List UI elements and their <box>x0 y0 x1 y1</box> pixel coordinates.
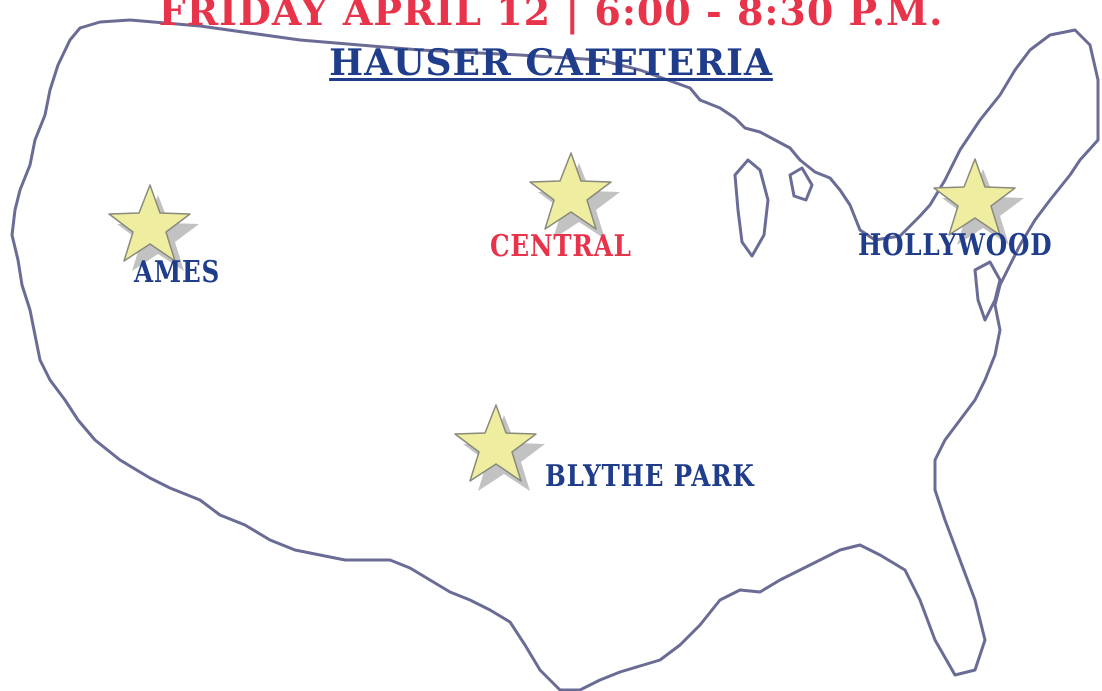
event-date-time: FRIDAY APRIL 12 | 6:00 - 8:30 P.M. <box>158 0 944 34</box>
star-icon <box>454 404 545 491</box>
location-label-central: CENTRAL <box>490 229 632 264</box>
location-label-blythe-park: BLYTHE PARK <box>545 459 755 494</box>
star-icon <box>933 158 1024 245</box>
location-label-ames: AMES <box>134 255 221 290</box>
star-icon <box>529 152 620 239</box>
star-icon <box>108 184 199 271</box>
event-venue: HAUSER CAFETERIA <box>329 42 773 84</box>
location-label-hollywood: HOLLYWOOD <box>858 228 1053 263</box>
